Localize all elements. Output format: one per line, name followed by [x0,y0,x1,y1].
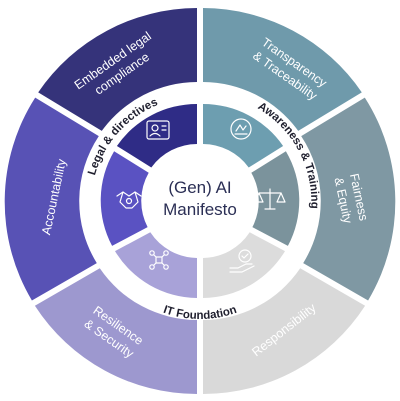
segment-accountability[interactable] [4,97,99,301]
inner-segment-awareness-right[interactable] [251,151,300,246]
stamp-icon [230,118,252,140]
ring-label-it: IT Foundation [162,304,239,322]
balance-scale-icon [254,188,286,210]
segment-responsibility[interactable] [203,268,366,394]
segment-resilience-security[interactable] [34,268,198,394]
id-card-icon [146,120,170,140]
inner-segment-awareness-top[interactable] [203,103,284,168]
segment-embedded-legal-compliance[interactable] [38,8,198,131]
handshake-icon [116,191,142,209]
hub-title-line2: Manifesto [163,200,237,219]
hub-title-line1: (Gen) AI [168,178,231,197]
inner-segment-it-left[interactable] [115,232,197,298]
inner-segment-legal-top[interactable] [116,103,197,168]
inner-segment-legal-left[interactable] [100,151,149,246]
hand-check-icon [229,249,255,273]
hub-circle [148,149,252,253]
network-icon [149,250,169,270]
segment-transparency-traceability[interactable] [203,8,362,131]
segment-fairness-equity[interactable] [301,97,396,301]
